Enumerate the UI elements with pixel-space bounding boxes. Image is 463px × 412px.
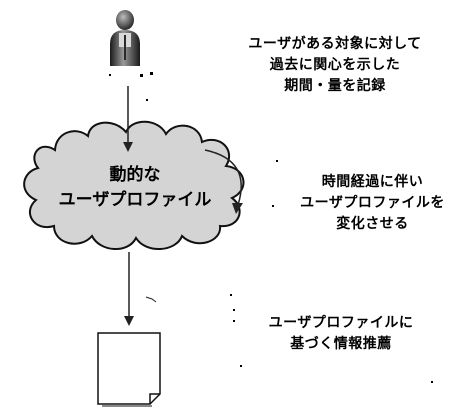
- caption-line: ユーザプロファイルに: [268, 315, 414, 331]
- caption-line: 期間・量を記録: [284, 78, 386, 94]
- arrow-cloud-to-document: [124, 252, 157, 326]
- user-icon: [110, 10, 140, 66]
- cloud-shape: [23, 120, 245, 251]
- caption-line: ユーザプロファイルを: [300, 195, 445, 211]
- caption-record-interest: ユーザがある対象に対して 過去に関心を示した 期間・量を記録: [225, 34, 445, 97]
- cloud-label-line1: 動的な: [109, 165, 161, 185]
- document-icon: [97, 332, 161, 407]
- arrow-user-to-cloud: [123, 86, 133, 152]
- caption-recommendation: ユーザプロファイルに 基づく情報推薦: [246, 313, 436, 355]
- caption-line: 時間経過に伴い: [321, 174, 424, 190]
- caption-line: ユーザがある対象に対して: [248, 36, 422, 52]
- cycle-arrow: [204, 149, 243, 214]
- caption-line: 変化させる: [336, 216, 409, 232]
- cloud-label: 動的な ユーザプロファイル: [40, 163, 230, 213]
- caption-line: 基づく情報推薦: [290, 336, 392, 352]
- caption-change-over-time: 時間経過に伴い ユーザプロファイルを 変化させる: [285, 172, 460, 235]
- caption-line: 過去に関心を示した: [269, 57, 401, 73]
- cloud-label-line2: ユーザプロファイル: [58, 190, 212, 210]
